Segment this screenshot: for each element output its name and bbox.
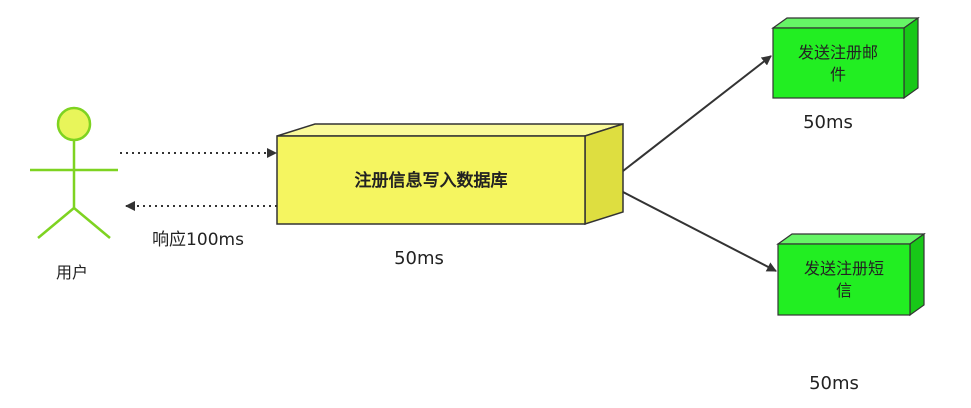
send-email-box-front [772, 27, 905, 99]
email-arrow [622, 55, 772, 172]
send-sms-box-side [909, 232, 925, 317]
send-sms-label-line2: 信 [836, 281, 852, 300]
send-email-box-top [771, 17, 920, 29]
send-email-label-line2: 件 [830, 65, 846, 84]
send-email-time: 50ms [803, 112, 853, 133]
response-label: 响应100ms [152, 230, 244, 250]
send-sms-time: 50ms [809, 373, 859, 394]
send-sms-box-front [777, 243, 911, 316]
actor-leg-right [73, 207, 111, 239]
send-sms-label-line1: 发送注册短 [804, 259, 884, 278]
actor-label: 用户 [56, 263, 88, 282]
send-email-box [771, 16, 920, 100]
database-write-label: 注册信息写入数据库 [355, 170, 508, 191]
send-sms-box-top [776, 233, 926, 245]
sms-arrow [622, 191, 777, 272]
database-write-time: 50ms [394, 248, 444, 269]
database-write-box-top [276, 123, 624, 137]
actor-leg-left [37, 207, 75, 239]
send-sms-box [776, 232, 926, 317]
user-actor-icon [30, 106, 118, 239]
send-email-box-side [903, 16, 919, 100]
database-write-box-side [584, 122, 624, 226]
send-email-label-line1: 发送注册邮 [798, 43, 878, 62]
database-write-box-front [276, 135, 586, 225]
actor-head [56, 106, 92, 142]
database-write-box [276, 122, 624, 226]
